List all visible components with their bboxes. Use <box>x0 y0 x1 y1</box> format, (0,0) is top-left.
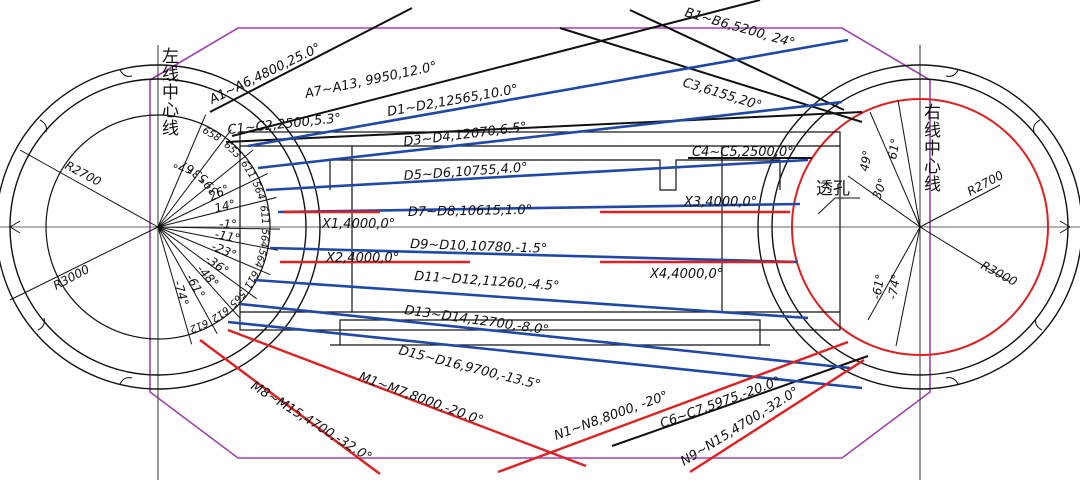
spacing-label: 611 <box>241 268 260 290</box>
hole-M8 <box>199 339 381 475</box>
group-label-D5: D5~D6,10755,4.0° <box>403 160 528 184</box>
group-label-M1: M1~M7,8000,-20.0° <box>357 370 486 429</box>
left-radial-holes <box>157 114 280 345</box>
spacing-label: 564 <box>250 180 267 202</box>
spacing-label: 611 <box>238 159 258 181</box>
right-tunnel-outer-ring <box>757 64 1080 390</box>
angle-label: -11° <box>214 227 242 246</box>
hole-D1 <box>247 38 849 148</box>
group-label-A7: A7~A13, 9950,12.0° <box>303 59 439 102</box>
fan-line <box>157 197 277 228</box>
r3000-left-label: R3000 <box>51 262 92 293</box>
group-label-D9: D9~D10,10780,-1.5° <box>410 237 548 257</box>
left-r3000-leader <box>9 226 159 301</box>
group-label-C3: C3,6155,20° <box>681 75 764 113</box>
fan-line <box>157 226 278 251</box>
hole-N9 <box>689 358 865 474</box>
r2700-right-label: R2700 <box>965 168 1006 199</box>
angle-label: 30° <box>870 176 890 201</box>
right-tunnel-red-ring <box>791 98 1049 356</box>
r3000-right-label: R3000 <box>979 258 1020 289</box>
group-label-X1: X1,4000,0° <box>321 217 395 232</box>
hole-B1 <box>559 27 863 123</box>
red-holes <box>199 210 865 475</box>
fan-line <box>157 173 268 228</box>
right-tunnel-inner-ring <box>771 78 1069 376</box>
fan-line <box>157 226 257 300</box>
fan-line <box>157 129 232 228</box>
spacing-label: 611 <box>257 205 270 225</box>
group-label-X4: X4,4000,0° <box>649 267 723 282</box>
left-tunnel-outer-ring <box>0 64 321 390</box>
fan-line <box>157 226 241 318</box>
hole-C1 <box>231 0 761 137</box>
ring-joint-marks <box>9 69 1071 385</box>
hole-A7 <box>225 111 863 143</box>
hole-M1 <box>227 328 587 468</box>
group-label-C4: C4~C5,2500,0° <box>692 145 794 160</box>
excavation-boundary <box>149 27 931 459</box>
group-label-D15: D15~D16,9700,-13.5° <box>397 343 542 393</box>
angle-label: -74° <box>171 279 192 307</box>
group-label-X3: X3,4000,0° <box>683 195 757 210</box>
spacing-label: 564 <box>252 247 268 268</box>
group-label-D7: D7~D8,10615,1.0° <box>408 203 532 220</box>
fan-line <box>157 226 271 276</box>
hole-D9 <box>269 246 799 264</box>
group-label-D13: D13~D14,12700,-8.0° <box>403 303 549 338</box>
left-r2700-leader <box>19 149 159 228</box>
spacing-label: 565 <box>227 287 248 309</box>
angle-label: 14° <box>213 197 237 216</box>
right-axis-label: 右线中心线 <box>924 103 941 195</box>
hole-D7 <box>277 202 801 214</box>
fan-line <box>157 226 218 334</box>
spacing-label: 612 <box>209 304 231 324</box>
hole-D11 <box>253 278 809 320</box>
left-axis-label: 左线中心线 <box>162 47 179 139</box>
hole-A1 <box>209 7 413 113</box>
blue-holes <box>227 38 863 390</box>
black-holes <box>209 0 869 447</box>
spacing-label: 564 <box>257 228 270 248</box>
hole-label: 透孔 <box>816 179 850 199</box>
group-label-C1: C1~C2,2500,5.3° <box>227 111 342 138</box>
spacing-label: 658 <box>200 125 222 144</box>
r2700-left-label: R2700 <box>63 158 104 189</box>
fan-line <box>157 226 193 345</box>
hole-N1 <box>497 340 849 474</box>
angle-label: -74° <box>885 273 903 301</box>
angle-label: 61° <box>885 137 902 160</box>
spacing-label: 612 <box>188 317 210 334</box>
angle-label: -61° <box>869 273 887 301</box>
hole-C6 <box>611 355 869 447</box>
group-label-X2: X2,4000,0° <box>325 251 399 266</box>
group-label-N1: N1~N8,8000, -20° <box>552 389 670 444</box>
hole-D5 <box>265 158 809 192</box>
angle-label: -1° <box>219 217 237 231</box>
group-label-M8: M8~M15,4700,-32.0° <box>248 379 374 466</box>
hole-D3 <box>257 100 843 170</box>
right-angle-labels: 49° 61° 30° -61°-74° <box>857 137 903 300</box>
left-tunnel-lining <box>45 114 271 340</box>
right-radial-holes <box>817 99 1011 347</box>
angle-label: 49° <box>857 149 874 172</box>
fan-line <box>157 149 254 228</box>
group-label-D11: D11~D12,11260,-4.5° <box>414 269 560 294</box>
fan-line <box>157 114 207 228</box>
fan-line <box>157 226 280 230</box>
hole-D13 <box>239 302 851 370</box>
